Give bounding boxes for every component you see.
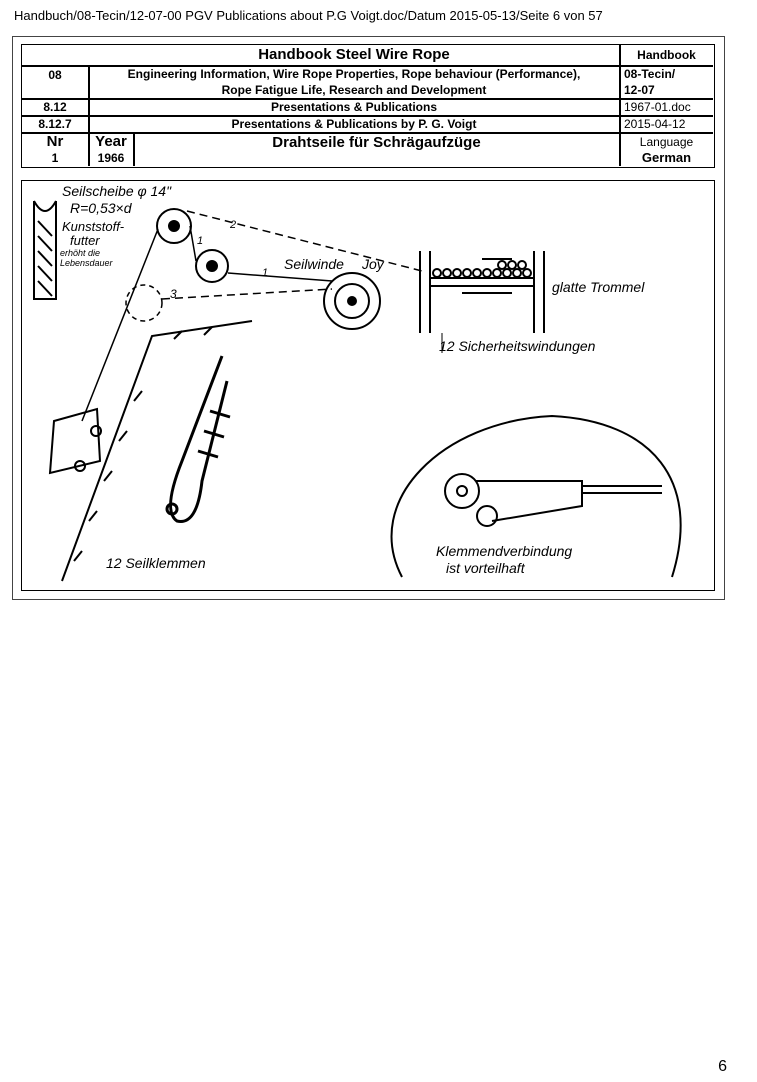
winch-drum <box>323 272 381 330</box>
handbook-title: Handbook Steel Wire Rope <box>258 46 450 63</box>
sheave-cross-section <box>33 200 57 300</box>
upper-pulley <box>156 208 192 244</box>
section-code-08: 08 <box>48 68 62 82</box>
smooth-drum <box>419 251 545 333</box>
language-label: Language <box>639 134 694 149</box>
label-erhoeht-1: erhöht die <box>60 248 101 258</box>
year-value: 1966 <box>97 151 125 165</box>
page-frame <box>12 36 725 600</box>
doc-filename: 1967-01.doc <box>624 100 691 114</box>
section-desc-line1: Engineering Information, Wire Rope Prope… <box>127 67 581 81</box>
deflection-pulley <box>195 249 229 283</box>
label-klemmend-1: Klemmendverbindung <box>436 543 573 559</box>
drawing-svg <box>33 200 682 582</box>
detail-oval <box>390 414 682 578</box>
section-desc-voigt: Presentations & Publications by P. G. Vo… <box>231 117 477 131</box>
section-code-8-12-7: 8.12.7 <box>38 117 72 131</box>
skip-car <box>48 407 102 475</box>
label-rope-1a: 1 <box>197 235 204 247</box>
doc-code-line1: 08-Tecin/ <box>624 67 676 81</box>
label-erhoeht-2: Lebensdauer <box>60 258 113 268</box>
label-joy: Joy <box>362 256 384 272</box>
label-klemmend-2: ist vorteilhaft <box>446 560 525 576</box>
page-number: 6 <box>718 1058 727 1075</box>
label-rope-2: 2 <box>230 219 237 231</box>
label-glatte-trommel: glatte Trommel <box>552 279 645 295</box>
section-code-8-12: 8.12 <box>43 100 67 114</box>
section-desc-line2: Rope Fatigue Life, Research and Developm… <box>221 83 487 97</box>
language-value: German <box>641 150 692 165</box>
label-seilscheibe: Seilscheibe φ 14" <box>62 183 172 199</box>
label-radius: R=0,53×d <box>70 200 132 216</box>
ropes <box>81 210 423 422</box>
doc-date: 2015-04-12 <box>624 117 686 131</box>
doc-code-line2: 12-07 <box>624 83 655 97</box>
handbook-label: Handbook <box>637 48 696 62</box>
eye-splice <box>165 355 231 523</box>
section-desc-presentations: Presentations & Publications <box>270 100 438 114</box>
header-table: Handbook Steel Wire Rope Handbook 08 Eng… <box>21 44 715 168</box>
label-sicherheitswindungen: 12 Sicherheitswindungen <box>439 338 596 354</box>
label-seilwinde: Seilwinde <box>284 256 344 272</box>
publication-title: Drahtseile für Schrägaufzüge <box>272 134 481 151</box>
label-rope-1b: 1 <box>262 267 269 279</box>
year-label: Year <box>95 132 127 150</box>
label-kunststoff-2: futter <box>70 233 100 248</box>
label-seilklemmen: 12 Seilklemmen <box>106 555 206 571</box>
label-rope-3: 3 <box>170 287 177 301</box>
label-kunststoff-1: Kunststoff- <box>62 219 125 234</box>
nr-value: 1 <box>51 151 59 165</box>
technical-drawing: Seilscheibe φ 14" R=0,53×d Kunststoff- f… <box>21 180 715 591</box>
incline-ground <box>61 320 253 582</box>
document-header-path: Handbuch/08-Tecin/12-07-00 PGV Publicati… <box>14 8 603 23</box>
nr-label: Nr <box>46 132 64 150</box>
alt-pulley-3 <box>125 284 163 322</box>
